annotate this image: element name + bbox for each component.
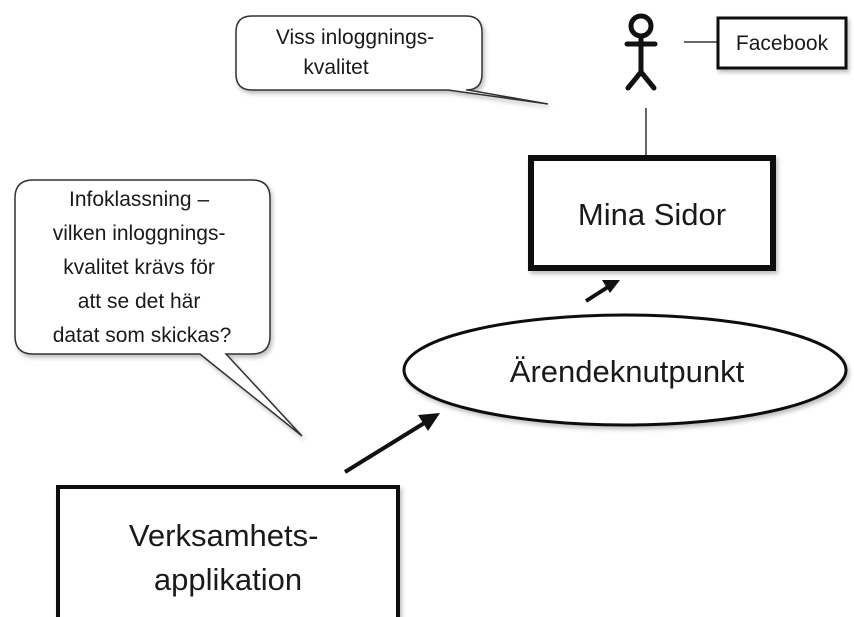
mina-sidor-label: Mina Sidor (578, 197, 726, 232)
speech-bubble-login-quality: Viss inloggnings- kvalitet (235, 15, 549, 105)
bubble-info-line-5: datat som skickas? (53, 324, 232, 347)
verksamhetsapplikation-box: Verksamhets- applikation (56, 485, 400, 617)
bubble-info-line-3: kvalitet krävs för (63, 256, 215, 279)
facebook-label: Facebook (736, 32, 829, 55)
bubble-info-line-1: Infoklassning – (69, 188, 209, 211)
verksamhetsapplikation-line-2: applikation (154, 562, 302, 597)
svg-text:Viss inloggnings- kvalit: Viss inloggnings- kvalitet (276, 26, 440, 79)
arrow-application-to-knutpunkt (343, 413, 440, 474)
stick-figure-user-icon (624, 13, 658, 91)
svg-text:Verksamhets- applikation: Verksamhets- applikation (129, 518, 327, 597)
bubble-login-quality-line-2: kvalitet (303, 56, 369, 79)
svg-text:Infoklassning – vilken i: Infoklassning – vilken inloggnings- kval… (53, 188, 232, 347)
bubble-info-line-2: vilken inloggnings- (53, 222, 226, 245)
bubble-info-line-4: att se det här (78, 290, 201, 313)
arrow-knutpunkt-to-mina-sidor (584, 280, 620, 303)
bubble-login-quality-line-1: Viss inloggnings- (276, 26, 434, 49)
arendeknutpunkt-ellipse: Ärendeknutpunkt (402, 313, 848, 427)
mina-sidor-box: Mina Sidor (528, 155, 776, 271)
speech-bubble-info-classification: Infoklassning – vilken inloggnings- kval… (14, 179, 303, 437)
verksamhetsapplikation-line-1: Verksamhets- (129, 518, 319, 553)
arendeknutpunkt-label: Ärendeknutpunkt (510, 354, 745, 389)
facebook-box: Facebook (716, 16, 848, 70)
